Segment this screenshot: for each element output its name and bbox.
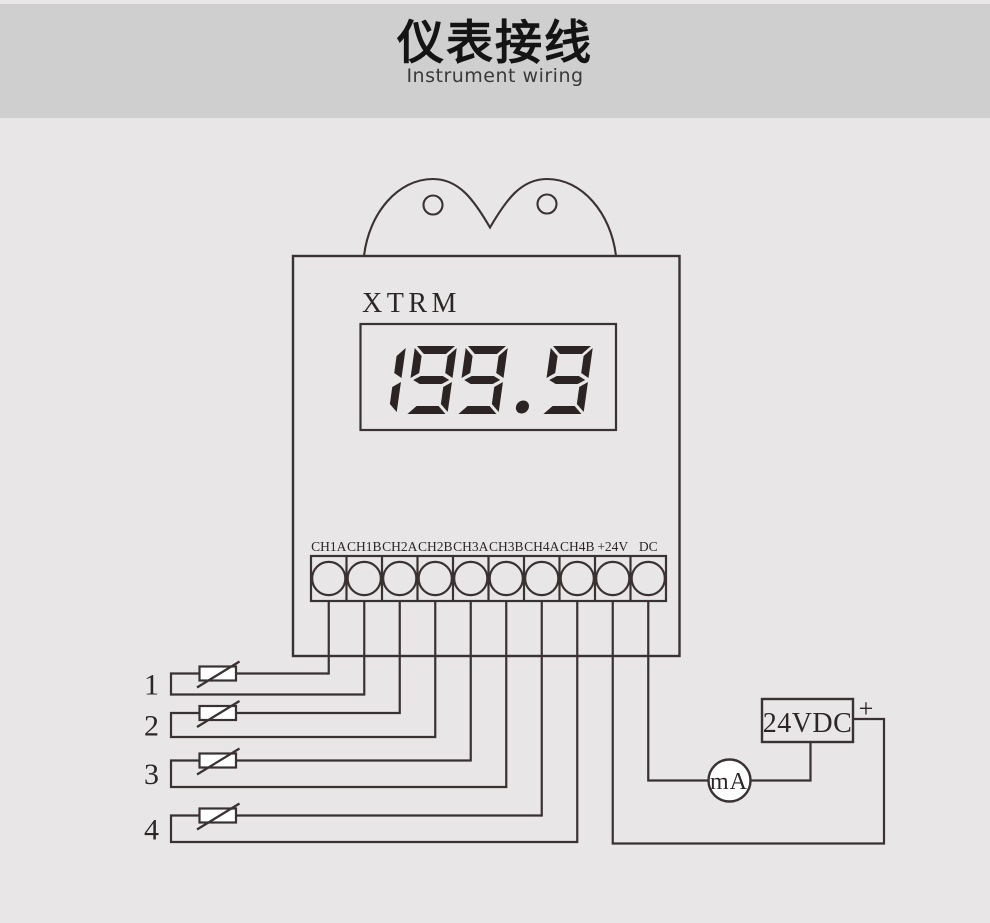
- terminal-label-ch3a: CH3A: [453, 539, 489, 554]
- sensor-label-2: 2: [144, 710, 159, 743]
- terminal-label-ch2a: CH2A: [382, 539, 418, 554]
- wire-meter-to-supply: [750, 742, 812, 782]
- polarity-plus-label: +: [859, 694, 874, 723]
- sensor-label-3: 3: [144, 758, 159, 791]
- page-subtitle: Instrument wiring: [406, 64, 584, 87]
- terminal-circle: [630, 560, 666, 597]
- terminal-circle: [311, 560, 347, 597]
- terminal-circle: [559, 560, 595, 597]
- terminal-label-ch2b: CH2B: [418, 539, 453, 554]
- wire-24v-loop: [611, 601, 886, 845]
- device-outline: [291, 254, 681, 658]
- mounting-hole-right-icon: [536, 193, 558, 215]
- mounting-ears: [362, 177, 618, 257]
- display-bezel: [359, 322, 618, 432]
- wire-sensor-2: [169, 601, 437, 739]
- wire-dc-to-meter: [647, 601, 709, 782]
- wire-sensor-4: [169, 601, 579, 844]
- terminal-label-24v: +24V: [597, 539, 628, 554]
- power-supply-label: 24VDC: [763, 708, 853, 739]
- header-banner: 仪表接线 Instrument wiring: [0, 4, 990, 118]
- terminal-circle: [346, 560, 382, 597]
- terminal-circle: [488, 560, 524, 597]
- rtd-symbol-2: [196, 700, 241, 728]
- wire-sensor-1: [169, 601, 366, 696]
- terminal-labels: CH1A CH1B CH2A CH2B CH3A CH3B CH4A CH4B …: [311, 539, 658, 554]
- terminal-circle: [524, 560, 560, 597]
- terminal-label-ch1b: CH1B: [347, 539, 382, 554]
- terminal-circle: [453, 560, 489, 597]
- terminal-label-ch1a: CH1A: [311, 539, 347, 554]
- terminal-label-ch3b: CH3B: [489, 539, 524, 554]
- rtd-symbol-4: [196, 802, 241, 831]
- sensor-label-4: 4: [144, 814, 159, 847]
- terminal-label-ch4b: CH4B: [560, 539, 595, 554]
- terminal-label-ch4a: CH4A: [524, 539, 560, 554]
- terminal-circle: [417, 560, 453, 597]
- page-title: 仪表接线: [397, 16, 593, 71]
- wire-sensor-3: [169, 601, 508, 789]
- device-brand-label: XTRM: [362, 288, 461, 319]
- rtd-symbol-1: [196, 660, 241, 689]
- terminal-circle: [382, 560, 418, 597]
- terminal-circle: [595, 560, 631, 597]
- mounting-hole-left-icon: [422, 194, 444, 216]
- sensor-label-1: 1: [144, 669, 159, 702]
- terminal-strip: [309, 554, 668, 603]
- rtd-symbol-3: [196, 747, 241, 776]
- terminal-label-dc: DC: [639, 539, 658, 554]
- current-meter-circle: [707, 758, 752, 803]
- power-supply-box: [760, 697, 855, 744]
- seven-segment-display: [389, 346, 593, 414]
- current-meter-label: mA: [710, 769, 748, 795]
